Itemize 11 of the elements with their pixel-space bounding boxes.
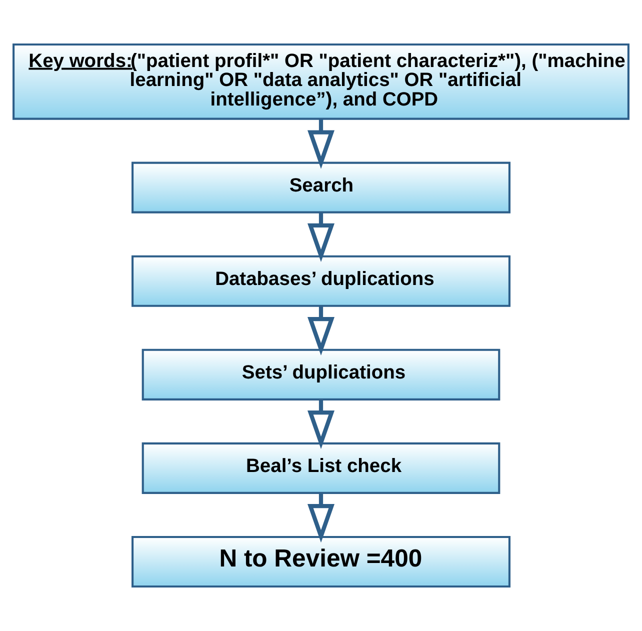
- node-box: N to Review =400: [132, 536, 510, 588]
- node-box: Key words:("patient profil*" OR "patient characteriz*"), ("machine learning" OR "data analytics" OR "artificial intelligence”), and COPD: [12, 43, 630, 120]
- node-box: Search: [132, 162, 510, 214]
- arrow: [308, 493, 334, 543]
- arrow: [308, 306, 334, 356]
- arrow: [308, 400, 334, 450]
- node-box: Sets’ duplications: [142, 348, 500, 400]
- node-box: Beal’s List check: [142, 442, 500, 494]
- arrow: [308, 212, 334, 262]
- arrow: [308, 119, 334, 169]
- node-box: Databases’ duplications: [132, 255, 510, 307]
